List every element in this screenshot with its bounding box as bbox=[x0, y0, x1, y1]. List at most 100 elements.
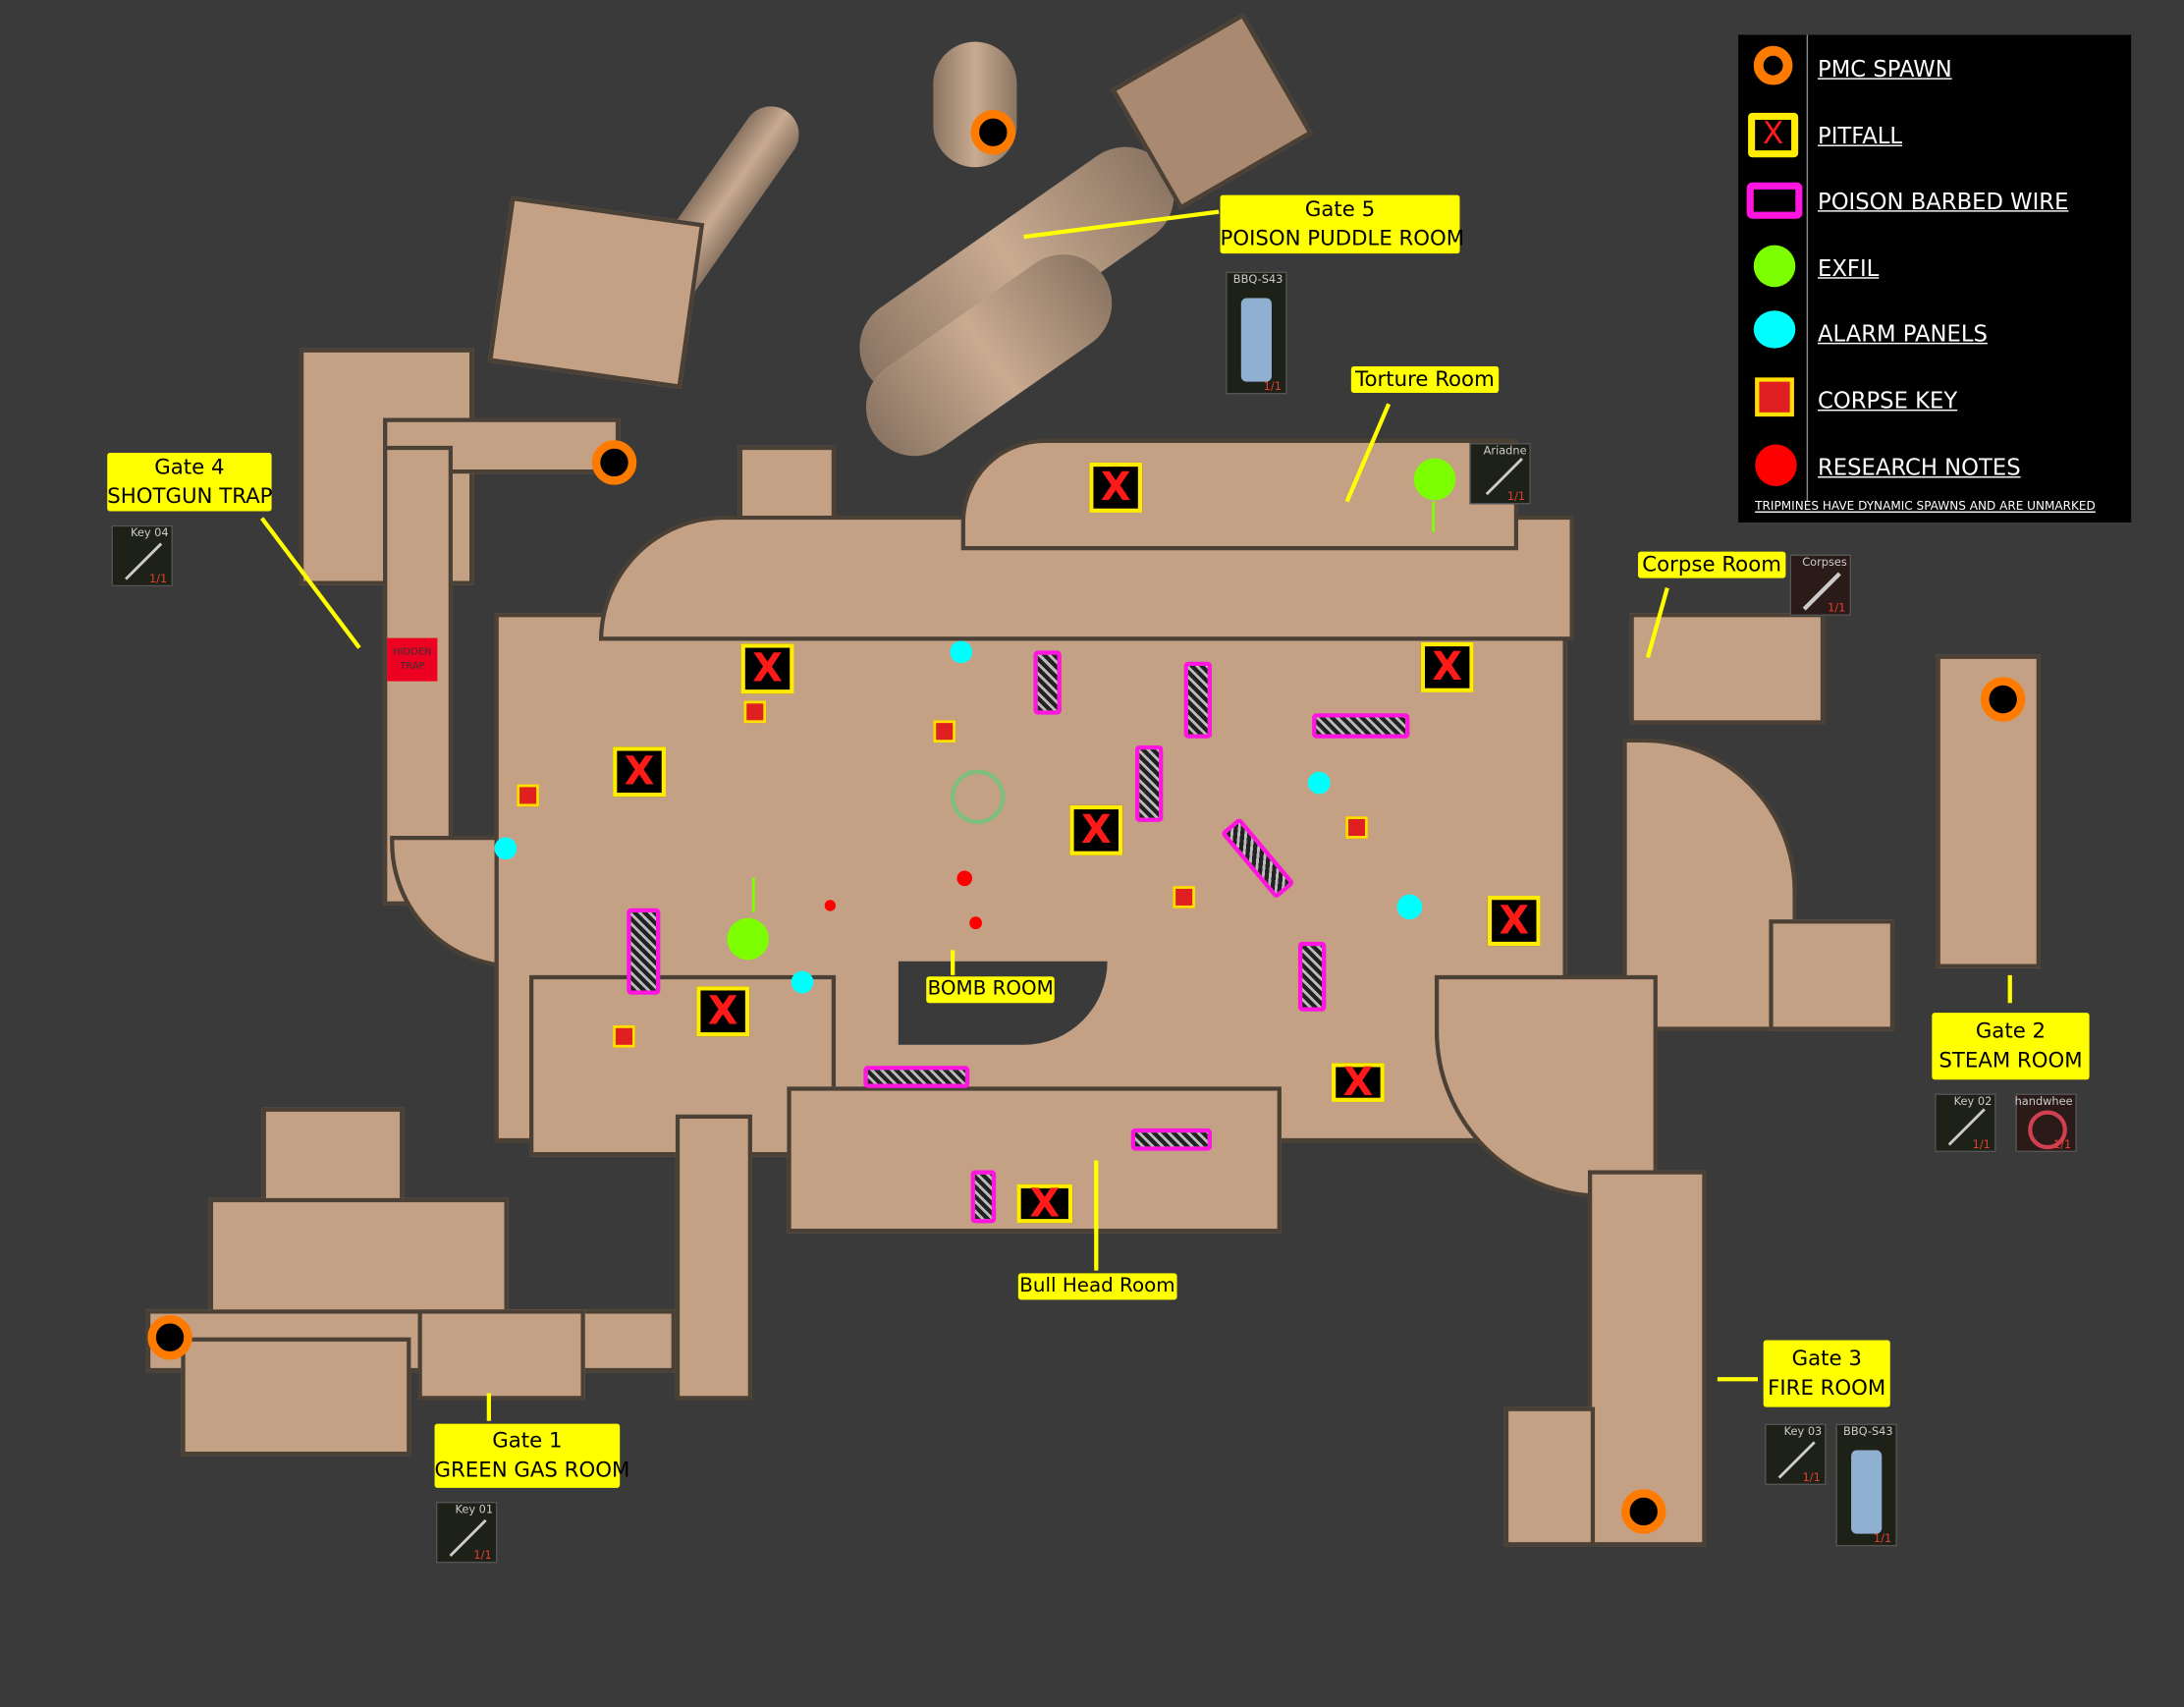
pitfall-icon: X bbox=[1331, 1063, 1385, 1102]
alarm-panel-icon bbox=[494, 837, 518, 860]
room bbox=[417, 1309, 585, 1401]
gate3-title: Gate 3 bbox=[1791, 1346, 1862, 1371]
pitfall-icon: X bbox=[740, 643, 794, 694]
item-card-key01: Key 01 1/1 bbox=[435, 1502, 498, 1564]
card-count: 1/1 bbox=[1263, 380, 1282, 393]
card-name: Corpses bbox=[1802, 555, 1847, 569]
leader-line bbox=[1023, 209, 1220, 240]
item-card-bbq: BBQ-S43 1/1 bbox=[1226, 271, 1287, 395]
barbed-wire-icon bbox=[1297, 941, 1327, 1012]
barbed-wire-icon bbox=[627, 908, 661, 995]
card-name: Key 03 bbox=[1783, 1425, 1823, 1438]
card-count: 1/1 bbox=[1828, 601, 1846, 615]
bull-head-room-label: Bull Head Room bbox=[1017, 1273, 1177, 1300]
legend-label: RESEARCH NOTES bbox=[1818, 454, 2021, 481]
corpse-key-icon bbox=[933, 720, 956, 743]
alarm-panel-icon bbox=[791, 970, 814, 994]
gate2-label: Gate 2 STEAM ROOM bbox=[1932, 1013, 2090, 1080]
legend-item-alarm-panels: ALARM PANELS bbox=[1738, 303, 2131, 359]
legend-label: ALARM PANELS bbox=[1818, 320, 1988, 348]
exfil-icon bbox=[1753, 245, 1796, 288]
exfil-zone-icon bbox=[951, 769, 1006, 824]
legend-label: EXFIL bbox=[1818, 254, 1880, 282]
barbed-wire-icon bbox=[1746, 182, 1803, 219]
legend-divider bbox=[1806, 34, 1809, 502]
pitfall-icon: X bbox=[613, 746, 666, 798]
alarm-panel-icon bbox=[1753, 310, 1796, 349]
gate1-subtitle: GREEN GAS ROOM bbox=[434, 1457, 630, 1483]
barbed-wire-icon bbox=[1312, 713, 1410, 739]
corridor bbox=[675, 1114, 752, 1401]
pitfall-icon: X bbox=[1089, 462, 1143, 513]
alarm-panel-icon bbox=[950, 640, 973, 664]
pmc-spawn-icon bbox=[1621, 1489, 1666, 1534]
barbed-wire-icon bbox=[1134, 744, 1164, 822]
alarm-panel-icon bbox=[1307, 771, 1331, 795]
gate2-title: Gate 2 bbox=[1975, 1018, 2047, 1044]
gate5-title: Gate 5 bbox=[1304, 195, 1376, 222]
card-name: Ariadne bbox=[1483, 444, 1527, 458]
barbed-wire-icon bbox=[863, 1066, 970, 1088]
pmc-spawn-icon bbox=[1980, 677, 2026, 722]
barbed-wire-icon bbox=[1033, 650, 1062, 715]
pitfall-icon: X bbox=[1069, 804, 1123, 855]
corpse-key-icon bbox=[1173, 886, 1195, 909]
pitfall-icon: X bbox=[1748, 112, 1799, 158]
barbed-wire-icon bbox=[970, 1170, 997, 1224]
corpse-room-label: Corpse Room bbox=[1638, 551, 1786, 578]
gate3-label: Gate 3 FIRE ROOM bbox=[1763, 1340, 1890, 1407]
bomb-room-label: BOMB ROOM bbox=[926, 976, 1056, 1004]
room bbox=[261, 1107, 405, 1213]
card-count: 1/1 bbox=[1506, 490, 1526, 504]
barbed-wire-icon bbox=[1130, 1128, 1213, 1151]
pmc-spawn-icon bbox=[147, 1314, 192, 1360]
leader-line bbox=[259, 517, 361, 649]
legend-item-exfil: EXFIL bbox=[1738, 239, 2131, 295]
legend-item-pitfall: X PITFALL bbox=[1738, 106, 2131, 162]
item-card-key03: Key 03 1/1 bbox=[1765, 1423, 1827, 1486]
legend-label: POISON BARBED WIRE bbox=[1818, 188, 2069, 215]
pitfall-icon: X bbox=[1016, 1184, 1073, 1224]
exfil-icon bbox=[1413, 458, 1456, 501]
pmc-spawn-icon bbox=[591, 440, 637, 485]
research-note-icon bbox=[824, 900, 837, 911]
corpse-key-icon bbox=[1345, 816, 1368, 839]
research-note-icon bbox=[1755, 444, 1797, 487]
legend-label: PMC SPAWN bbox=[1818, 55, 1952, 83]
alarm-panel-icon bbox=[1396, 894, 1423, 920]
research-note-icon bbox=[969, 916, 982, 930]
card-count: 1/1 bbox=[148, 572, 168, 585]
corpse-key-icon bbox=[743, 700, 767, 724]
corridor bbox=[1587, 1170, 1707, 1547]
room bbox=[1629, 613, 1826, 725]
pmc-spawn-icon bbox=[970, 110, 1016, 155]
card-count: 1/1 bbox=[473, 1549, 492, 1563]
item-card-ariadne: Ariadne 1/1 bbox=[1469, 443, 1531, 505]
card-count: 1/1 bbox=[1802, 1470, 1821, 1484]
legend-item-corpse-key: CORPSE KEY bbox=[1738, 370, 2131, 426]
card-count: 1/1 bbox=[2052, 1137, 2072, 1151]
canister-icon bbox=[1240, 298, 1272, 382]
corpse-key-icon bbox=[517, 784, 539, 807]
legend-item-research-notes: RESEARCH NOTES bbox=[1738, 437, 2131, 493]
research-note-icon bbox=[956, 870, 973, 887]
card-name: Key 01 bbox=[455, 1503, 494, 1516]
card-count: 1/1 bbox=[1873, 1532, 1892, 1546]
gate3-subtitle: FIRE ROOM bbox=[1768, 1374, 1886, 1401]
gate4-subtitle: SHOTGUN TRAP bbox=[107, 483, 273, 509]
card-name: Key 02 bbox=[1953, 1094, 1993, 1108]
card-name: BBQ-S43 bbox=[1232, 273, 1283, 286]
item-card-corpses: Corpses 1/1 bbox=[1789, 554, 1852, 616]
gate2-subtitle: STEAM ROOM bbox=[1938, 1047, 2083, 1074]
legend-label: CORPSE KEY bbox=[1818, 387, 1958, 414]
hidden-trap-marker: HIDDEN TRAP bbox=[387, 637, 438, 682]
corpse-key-icon bbox=[1755, 377, 1794, 417]
